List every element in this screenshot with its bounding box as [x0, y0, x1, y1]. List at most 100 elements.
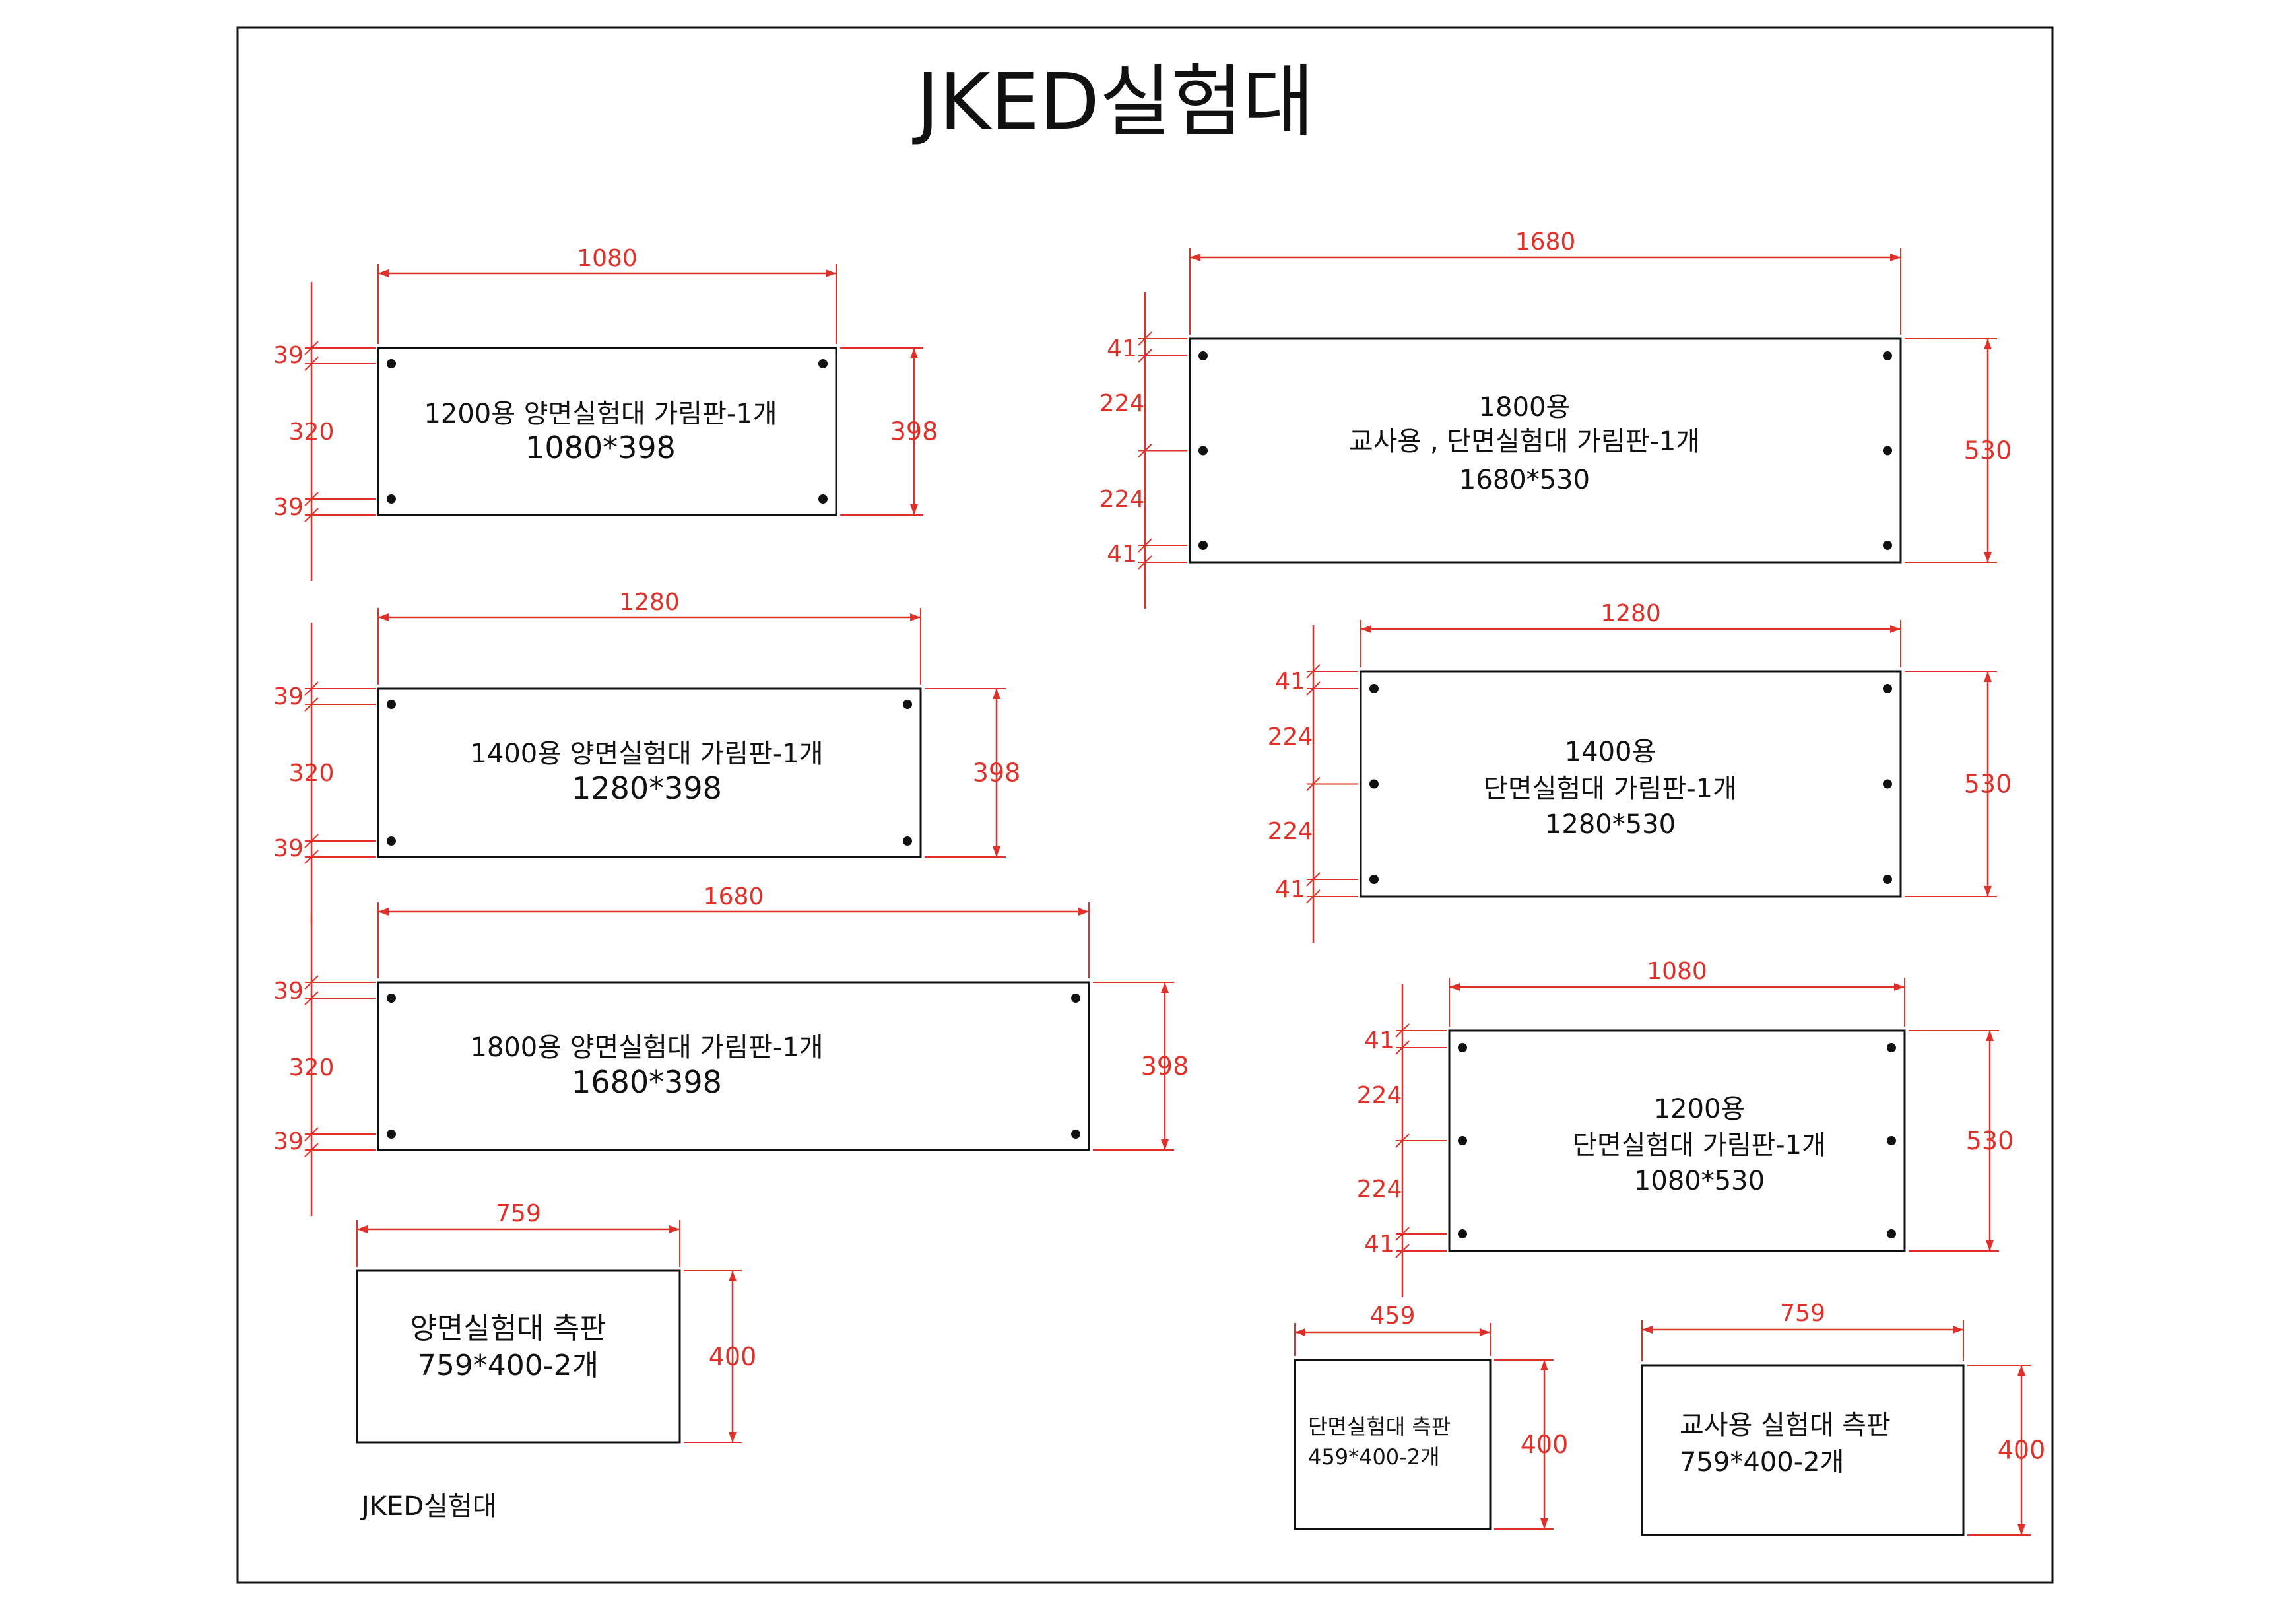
mounting-hole	[1883, 684, 1892, 693]
dimension-arrowhead	[357, 1225, 368, 1233]
dimension-arrowhead	[1540, 1518, 1548, 1529]
panel-caption-line: 교사용 실험대 측판	[1680, 1410, 1891, 1440]
height-dimension-label: 400	[1998, 1436, 2046, 1465]
dimension-line	[1395, 1040, 1410, 1055]
side-dimension-label: 39	[273, 978, 304, 1005]
dimension-arrowhead	[1894, 983, 1905, 991]
dimension-line	[1138, 555, 1152, 570]
panel-caption-line: 1280*530	[1545, 809, 1676, 840]
dimension-arrowhead	[1953, 1326, 1963, 1334]
side-dimension-label: 224	[1099, 486, 1145, 513]
height-dimension-label: 400	[709, 1342, 757, 1371]
dimension-arrowhead	[993, 689, 1000, 699]
mounting-hole	[1887, 1136, 1896, 1145]
dimension-arrowhead	[910, 348, 918, 358]
width-dimension-label: 459	[1370, 1303, 1416, 1330]
dimension-arrowhead	[378, 908, 389, 916]
panel-caption-line: 단면실험대 가림판-1개	[1484, 774, 1737, 804]
dimension-line	[1306, 872, 1321, 887]
dimension-arrowhead	[993, 846, 1000, 857]
panel-caption-line: 1080*398	[525, 430, 676, 465]
panel-caption-line: 1680*530	[1459, 465, 1590, 495]
mounting-hole	[1458, 1043, 1467, 1052]
mounting-hole	[1198, 351, 1208, 360]
side-dimension-label: 39	[273, 342, 304, 369]
panel-teacher-side: 759 400 교사용 실험대 측판 759*400-2개	[1641, 1300, 2046, 1536]
side-dimension-label: 39	[273, 835, 304, 862]
footer-label: JKED실험대	[360, 1491, 497, 1522]
dimension-arrowhead	[1984, 671, 1992, 682]
panel-caption-line: 단면실험대 측판	[1308, 1414, 1451, 1439]
mounting-hole	[903, 836, 912, 846]
dimension-arrowhead	[2017, 1365, 2025, 1376]
dimension-arrowhead	[1361, 625, 1371, 633]
side-dimension-label: 41	[1107, 335, 1137, 362]
side-dimension-label: 39	[273, 494, 304, 521]
mounting-hole	[1369, 779, 1379, 789]
dimension-line	[304, 508, 319, 522]
dimension-arrowhead	[1540, 1360, 1548, 1370]
height-dimension-label: 530	[1966, 1126, 2014, 1155]
dimension-line	[304, 850, 319, 864]
panel-caption-line: 1800용 양면실험대 가림판-1개	[470, 1032, 823, 1063]
mounting-hole	[387, 994, 396, 1003]
mounting-hole	[1458, 1136, 1467, 1145]
width-dimension-label: 759	[1780, 1300, 1825, 1327]
height-dimension-label: 398	[1141, 1052, 1189, 1081]
drawing-title: JKED실험대	[911, 56, 1314, 147]
dimension-line	[1306, 776, 1321, 792]
panel-caption-line: 1200용 양면실험대 가림판-1개	[424, 399, 777, 429]
side-dimension-label: 39	[273, 1128, 304, 1155]
dimension-line	[1138, 349, 1152, 363]
panel-outline	[1448, 1029, 1906, 1252]
height-dimension-label: 400	[1521, 1430, 1569, 1459]
width-dimension-label: 1280	[1600, 600, 1661, 627]
dimension-arrowhead	[1986, 1031, 1994, 1041]
dimension-arrowhead	[378, 613, 389, 621]
mounting-hole	[387, 836, 396, 846]
dimension-arrowhead	[1984, 886, 1992, 897]
height-dimension-label: 398	[973, 759, 1021, 788]
dimension-line	[1395, 1133, 1410, 1148]
dimension-line	[304, 1143, 319, 1157]
side-dimension-label: 320	[289, 419, 335, 446]
dimension-line	[304, 834, 319, 848]
dimension-line	[304, 492, 319, 506]
side-dimension-label: 224	[1357, 1176, 1402, 1203]
side-dimension-label: 41	[1364, 1027, 1394, 1054]
dimension-arrowhead	[1449, 983, 1460, 991]
dimension-arrowhead	[1480, 1328, 1490, 1336]
width-dimension-label: 1280	[619, 589, 680, 616]
dimension-arrowhead	[1078, 908, 1089, 916]
mounting-hole	[1458, 1229, 1467, 1238]
mounting-hole	[1883, 875, 1892, 884]
dimension-arrowhead	[669, 1225, 680, 1233]
mounting-hole	[1198, 446, 1208, 456]
mounting-hole	[387, 494, 396, 504]
panel-caption-line: 양면실험대 측판	[410, 1312, 606, 1345]
mounting-hole	[1883, 446, 1892, 456]
mounting-hole	[1883, 351, 1892, 360]
mounting-hole	[1883, 541, 1892, 550]
dimension-arrowhead	[1890, 254, 1901, 261]
panel-caption-line: 759*400-2개	[418, 1349, 599, 1382]
panel-caption-line: 1800용	[1479, 392, 1571, 423]
side-dimension-label: 41	[1275, 876, 1305, 903]
panel-caption-line: 1280*398	[572, 770, 722, 806]
width-dimension-label: 759	[496, 1200, 541, 1227]
dimension-arrowhead	[378, 269, 389, 277]
side-dimension-label: 224	[1357, 1082, 1402, 1109]
mounting-hole	[1887, 1229, 1896, 1238]
panel-caption-line: 759*400-2개	[1680, 1447, 1844, 1477]
panel-caption-line: 459*400-2개	[1308, 1444, 1440, 1470]
dimension-line	[304, 681, 319, 696]
mounting-hole	[387, 700, 396, 709]
dimension-line	[1306, 681, 1321, 696]
dimension-arrowhead	[1986, 1240, 1994, 1251]
dimension-arrowhead	[910, 504, 918, 515]
side-dimension-label: 224	[1268, 724, 1313, 751]
side-dimension-label: 224	[1099, 390, 1145, 417]
